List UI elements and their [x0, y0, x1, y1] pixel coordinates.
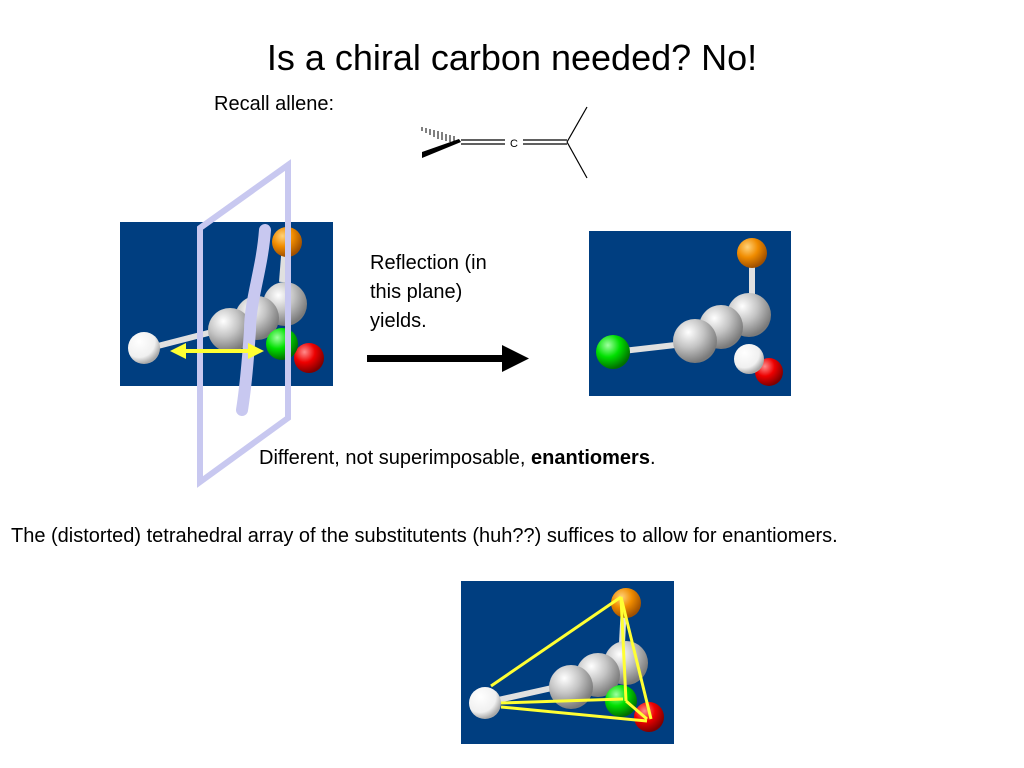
reflection-caption: Reflection (in this plane) yields. [370, 249, 550, 336]
allene-center-carbon: C [510, 138, 518, 150]
right-arrow-icon [367, 345, 529, 372]
recall-allene-label: Recall allene: [214, 93, 335, 115]
red-atom [294, 343, 324, 373]
enantiomers-term: enantiomers [531, 447, 650, 469]
white-atom [128, 332, 160, 364]
orange-atom [737, 238, 767, 268]
slide-title: Is a chiral carbon needed? No! [266, 37, 758, 78]
reflection-line-1: Reflection (in [370, 252, 487, 274]
allene-structure: C [421, 106, 588, 179]
mirror-plane [197, 159, 291, 488]
white-atom [734, 344, 764, 374]
grey-atom [549, 665, 593, 709]
orange-atom [611, 588, 641, 618]
double-arrow-icon [170, 343, 264, 359]
white-atom [469, 687, 501, 719]
tetrahedral-molecule-model [469, 588, 664, 732]
solid-wedge [422, 139, 461, 158]
grey-atom [208, 308, 252, 352]
green-atom [596, 335, 630, 369]
enantiomer-caption-prefix: Different, not superimposable, [259, 447, 532, 469]
enantiomer-caption: Different, not superimposable, enantiome… [259, 446, 656, 470]
bottom-molecule-panel [461, 581, 674, 744]
grey-atom [673, 319, 717, 363]
right-molecule-panel [589, 231, 791, 396]
right-molecule-model [596, 238, 783, 386]
tetrahedron-outline [490, 595, 653, 723]
mirror-plane-edge-line [236, 224, 271, 416]
tetrahedral-paragraph: The (distorted) tetrahedral array of the… [11, 525, 838, 547]
green-atom [605, 685, 637, 717]
reflection-line-3: yields. [370, 310, 427, 332]
reflection-line-2: this plane) [370, 281, 463, 303]
enantiomer-caption-suffix: . [649, 447, 656, 469]
